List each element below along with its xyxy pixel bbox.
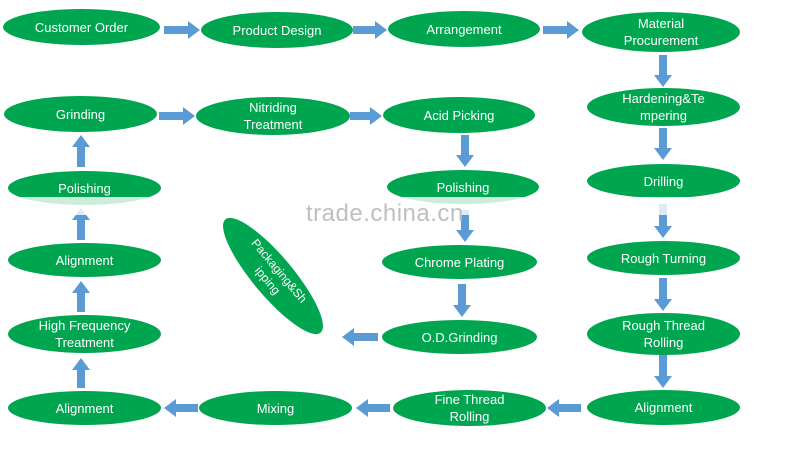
watermark-band-left — [0, 197, 160, 215]
arrow-down-icon — [456, 135, 474, 167]
node-high-frequency-treatment: High Frequency Treatment — [8, 315, 161, 353]
arrow-up-icon — [72, 135, 90, 167]
arrow-left-icon — [342, 328, 378, 346]
node-customer-order: Customer Order — [3, 9, 160, 45]
node-alignment-left: Alignment — [8, 243, 161, 277]
node-od-grinding: O.D.Grinding — [382, 320, 537, 354]
arrow-right-icon — [164, 21, 200, 39]
node-grinding: Grinding — [4, 96, 157, 132]
node-product-design: Product Design — [201, 12, 353, 48]
arrow-right-icon — [543, 21, 579, 39]
arrow-up-icon — [72, 208, 90, 240]
watermark-band-right — [580, 197, 745, 215]
node-rough-thread-rolling: Rough Thread Rolling — [587, 313, 740, 355]
arrow-down-icon — [654, 55, 672, 87]
node-nitriding-treatment: Nitriding Treatment — [196, 97, 350, 135]
node-fine-thread-rolling: Fine Thread Rolling — [393, 390, 546, 426]
node-acid-picking: Acid Picking — [383, 97, 535, 133]
watermark-band-mid — [380, 197, 540, 215]
arrow-down-icon — [654, 278, 672, 311]
node-hardening-tempering: Hardening&Tempering — [587, 88, 740, 126]
node-drilling: Drilling — [587, 164, 740, 198]
arrow-up-icon — [72, 281, 90, 312]
node-mixing: Mixing — [199, 391, 352, 425]
arrow-right-icon — [159, 107, 195, 125]
node-rough-turning: Rough Turning — [587, 241, 740, 275]
arrow-down-icon — [654, 204, 672, 238]
arrow-down-icon — [654, 355, 672, 388]
arrow-left-icon — [547, 399, 581, 417]
watermark-text: trade.china.cn — [306, 200, 464, 227]
arrow-down-icon — [654, 128, 672, 160]
node-alignment-bottom-left: Alignment — [8, 391, 161, 425]
arrow-left-icon — [164, 399, 198, 417]
arrow-up-icon — [72, 358, 90, 388]
node-arrangement: Arrangement — [388, 11, 540, 47]
node-chrome-plating: Chrome Plating — [382, 245, 537, 279]
arrow-down-icon — [453, 284, 471, 317]
arrow-right-icon — [350, 107, 382, 125]
node-alignment-right: Alignment — [587, 390, 740, 425]
node-material-procurement: Material Procurement — [582, 12, 740, 52]
arrow-left-icon — [356, 399, 390, 417]
arrow-down-icon — [456, 210, 474, 242]
arrow-right-icon — [353, 21, 387, 39]
